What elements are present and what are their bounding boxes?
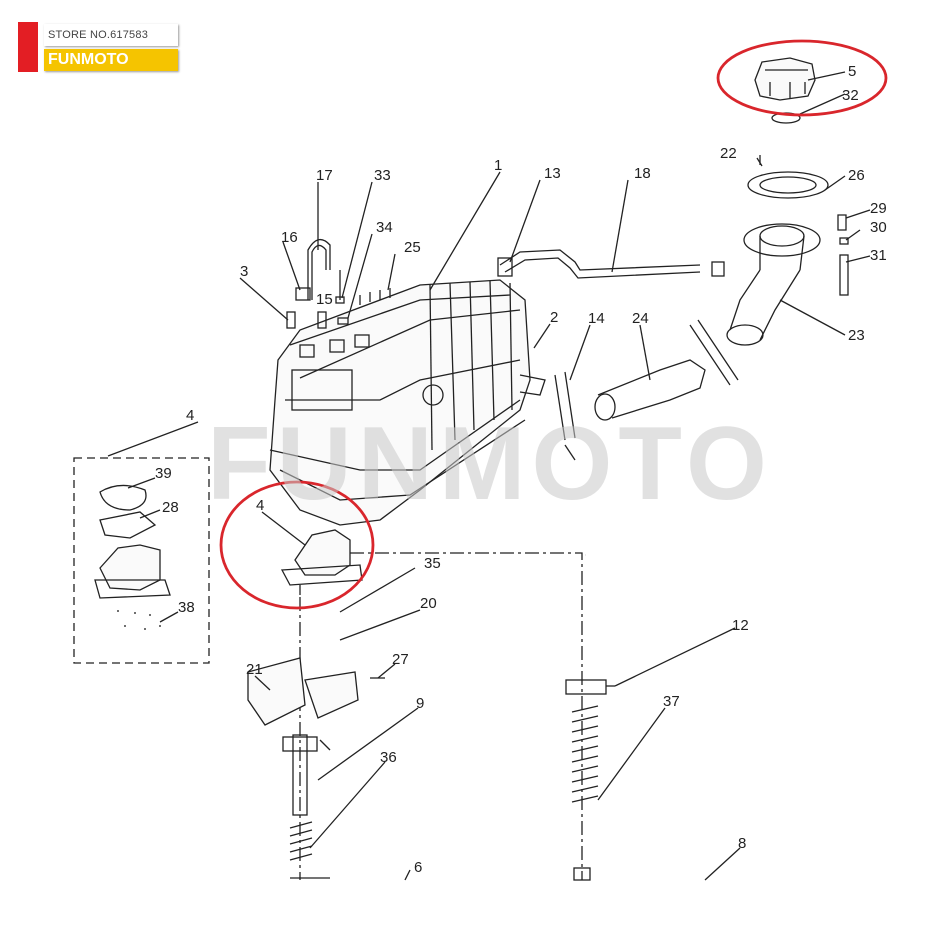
callout-labels: 5 32 22 26 29 30 31 23 17 33 16 34 25 1 … (155, 63, 887, 876)
callout-8: 8 (738, 835, 746, 852)
leader-lines (107, 71, 871, 881)
callout-14: 14 (588, 310, 605, 327)
callout-23: 23 (848, 327, 865, 344)
callout-33: 33 (374, 167, 391, 184)
callout-20: 20 (420, 595, 437, 612)
callout-4-pump: 4 (256, 497, 264, 514)
callout-31: 31 (870, 247, 887, 264)
store-number: STORE NO.617583 (44, 24, 178, 46)
center-lines (299, 552, 583, 880)
callout-1: 1 (494, 157, 502, 174)
highlight-fuel-cap (716, 39, 888, 117)
callout-24: 24 (632, 310, 649, 327)
callout-30: 30 (870, 219, 887, 236)
callout-38: 38 (178, 599, 195, 616)
callout-32: 32 (842, 87, 859, 104)
badge-red-bar (18, 22, 38, 72)
callout-12: 12 (732, 617, 749, 634)
filler-neck (726, 112, 849, 346)
fuel-tank (269, 279, 546, 526)
callout-37: 37 (663, 693, 680, 710)
fuel-hoses (497, 249, 725, 279)
callout-22: 22 (720, 145, 737, 162)
callout-9: 9 (416, 695, 424, 712)
fuel-cap (754, 57, 816, 101)
brand-name: FUNMOTO (44, 49, 178, 71)
pump-detail-box (73, 457, 210, 664)
callout-39: 39 (155, 465, 172, 482)
shock-shaft (282, 734, 331, 879)
callout-2: 2 (550, 309, 558, 326)
callout-26: 26 (848, 167, 865, 184)
spring-shaft (565, 679, 615, 881)
store-badge: STORE NO.617583 FUNMOTO (18, 22, 178, 72)
callout-34: 34 (376, 219, 393, 236)
callout-27: 27 (392, 651, 409, 668)
callout-6: 6 (414, 859, 422, 876)
callout-17: 17 (316, 167, 333, 184)
callout-13: 13 (544, 165, 561, 182)
callout-18: 18 (634, 165, 651, 182)
callout-5: 5 (848, 63, 856, 80)
callout-15: 15 (316, 291, 333, 308)
drain-hose (554, 319, 739, 461)
callout-16: 16 (281, 229, 298, 246)
callout-25: 25 (404, 239, 421, 256)
callout-4-detail: 4 (186, 407, 194, 424)
highlight-fuel-pump (219, 480, 375, 610)
fuel-pump (280, 529, 363, 595)
callout-36: 36 (380, 749, 397, 766)
bracket-plates (247, 657, 385, 726)
callout-28: 28 (162, 499, 179, 516)
callout-3: 3 (240, 263, 248, 280)
callout-21: 21 (246, 661, 263, 678)
callout-35: 35 (424, 555, 441, 572)
callout-29: 29 (870, 200, 887, 217)
